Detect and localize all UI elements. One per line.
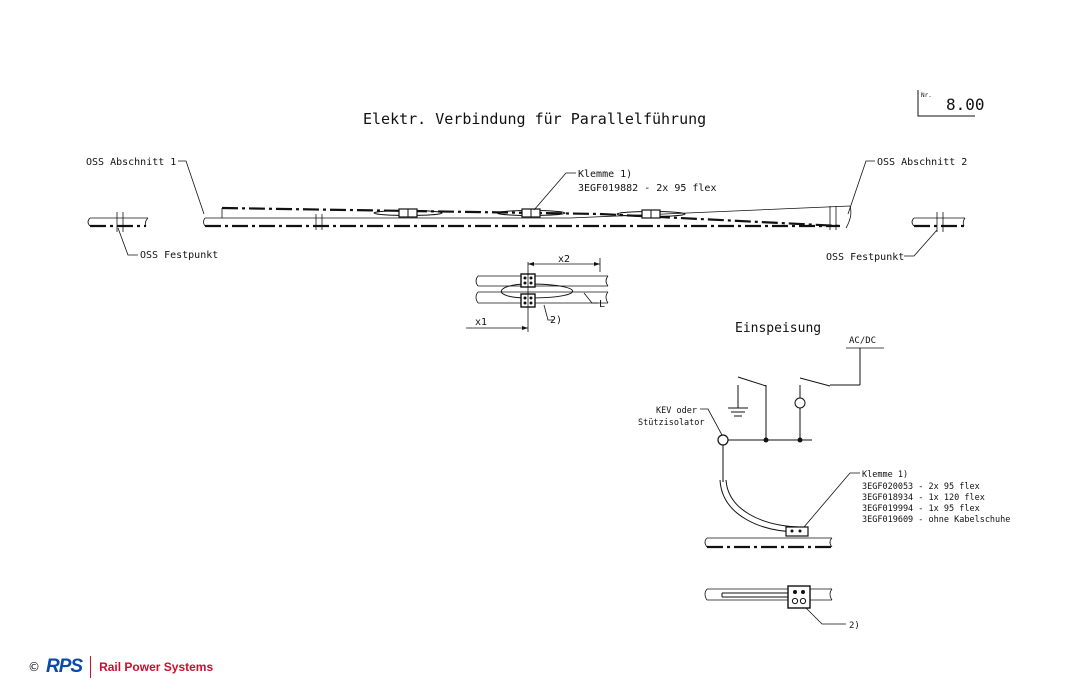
label-oss-section-1: OSS Abschnitt 1 <box>86 157 176 168</box>
sheet-number-box: Nr. 8.00 <box>917 90 985 117</box>
label-oss-fixpoint-right: OSS Festpunkt <box>826 252 904 263</box>
logo-divider <box>90 656 92 678</box>
label-clamp-feed-part-2: 3EGF018934 - 1x 120 flex <box>862 493 985 503</box>
label-note2-bottom: 2) <box>849 621 860 631</box>
sheet-number-label: Nr. <box>921 92 932 99</box>
label-clamp-top-part: 3EGF019882 - 2x 95 flex <box>578 183 716 194</box>
label-oss-fixpoint-left: OSS Festpunkt <box>140 250 218 261</box>
rps-logo: RPS <box>46 656 83 677</box>
label-clamp-top: Klemme 1) <box>578 169 632 180</box>
label-acdc: AC/DC <box>849 336 876 346</box>
label-kev-line1: KEV oder <box>656 406 697 416</box>
label-clamp-feed-part-3: 3EGF019994 - 1x 95 flex <box>862 504 980 514</box>
label-clamp-feed: Klemme 1) <box>862 470 908 480</box>
label-x2: x2 <box>558 254 570 265</box>
sheet-number: 8.00 <box>946 95 985 114</box>
drawing-title: Elektr. Verbindung für Parallelführung <box>363 110 706 128</box>
clamp-3 <box>616 209 686 219</box>
feed-circuit <box>704 347 884 625</box>
label-x1: x1 <box>475 317 487 328</box>
clamp-2 <box>496 208 566 218</box>
company-name: Rail Power Systems <box>99 660 214 674</box>
footer: © RPS Rail Power Systems <box>28 655 213 679</box>
label-note2-top: 2) <box>550 315 562 326</box>
parallel-section <box>87 205 966 232</box>
label-oss-section-2: OSS Abschnitt 2 <box>877 157 967 168</box>
clamp-detail <box>466 258 609 332</box>
feed-title: Einspeisung <box>735 321 821 336</box>
clamp-1 <box>373 208 443 218</box>
label-clamp-feed-part-1: 3EGF020053 - 2x 95 flex <box>862 482 980 492</box>
label-kev-line2: Stützisolator <box>638 418 705 428</box>
copyright-symbol: © <box>28 660 40 674</box>
label-clamp-feed-part-4: 3EGF019609 - ohne Kabelschuhe <box>862 515 1010 525</box>
label-l: L <box>599 299 605 310</box>
